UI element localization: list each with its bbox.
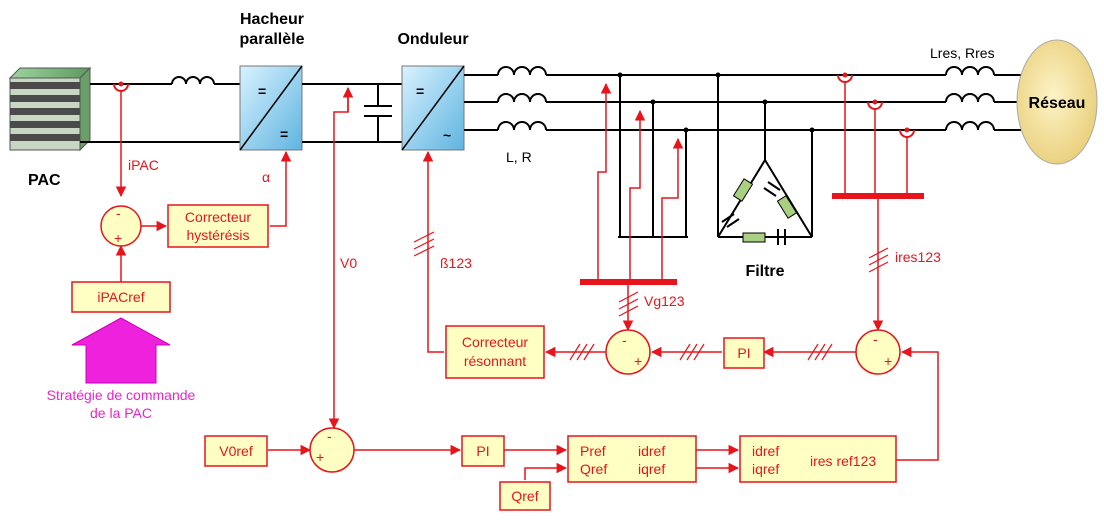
vg123-label: Vg123 bbox=[644, 293, 685, 309]
signal-wiring bbox=[115, 82, 939, 480]
power-circuit: = = = ~ bbox=[8, 39, 1098, 245]
ires-sensor-bar bbox=[832, 193, 924, 199]
correcteur-hyst-line1: Correcteur bbox=[185, 209, 251, 225]
iqref-out-label: iqref bbox=[638, 461, 665, 477]
iqref-in-label: iqref bbox=[752, 461, 779, 477]
filtre-label: Filtre bbox=[745, 263, 784, 280]
dc-capacitor bbox=[364, 84, 392, 142]
minus-sign: - bbox=[116, 205, 121, 221]
correcteur-resonnant-block: Correcteur résonnant bbox=[445, 325, 545, 379]
correcteur-hysteresis-block: Correcteur hystérésis bbox=[167, 204, 269, 248]
ires123-label: ires123 bbox=[895, 249, 941, 265]
hacheur-title-line2: parallèle bbox=[240, 31, 305, 48]
summer-v0: - + bbox=[309, 427, 355, 473]
reseau-label: Réseau bbox=[1029, 95, 1086, 112]
v0ref-label: V0ref bbox=[219, 443, 253, 459]
lres-rres-label: Lres, Rres bbox=[930, 45, 995, 61]
onduleur-eq: = bbox=[416, 83, 424, 99]
pac-label: PAC bbox=[28, 172, 61, 189]
summer-ipac: - + bbox=[100, 205, 142, 247]
plus-sign: + bbox=[634, 353, 642, 369]
summer-ires: - + bbox=[855, 329, 901, 375]
labels: Hacheur parallèle Onduleur PAC Réseau Fi… bbox=[28, 11, 1085, 421]
reseau-source bbox=[1016, 39, 1098, 165]
vg-sensor-bar bbox=[580, 279, 677, 285]
minus-sign: - bbox=[622, 332, 627, 348]
beta123-label: ß123 bbox=[440, 255, 472, 271]
correcteur-res-line1: Correcteur bbox=[462, 334, 528, 350]
qref-block: Qref bbox=[499, 481, 551, 511]
strategie-line1: Stratégie de commande bbox=[47, 387, 196, 403]
qref-label: Qref bbox=[580, 461, 607, 477]
alpha-label: α bbox=[262, 169, 270, 185]
correcteur-res-line2: résonnant bbox=[464, 353, 526, 369]
pac-stack bbox=[8, 66, 92, 152]
onduleur-title: Onduleur bbox=[397, 31, 468, 48]
idref-in-label: idref bbox=[752, 443, 779, 459]
hacheur-converter: = = bbox=[239, 65, 303, 151]
v0-label: V0 bbox=[340, 255, 357, 271]
pi-v0-block: PI bbox=[461, 435, 505, 467]
minus-sign: - bbox=[327, 428, 332, 444]
ipacref-block: iPACref bbox=[71, 281, 171, 313]
plus-sign: + bbox=[884, 353, 892, 369]
hacheur-title-line1: Hacheur bbox=[240, 11, 304, 28]
pi-v0-label: PI bbox=[476, 443, 489, 459]
plus-sign: + bbox=[114, 230, 122, 246]
ires-ref123-label: ires ref123 bbox=[810, 453, 876, 469]
plus-sign: + bbox=[316, 449, 324, 465]
pref-label: Pref bbox=[580, 443, 606, 459]
pi-ires-label: PI bbox=[737, 345, 750, 361]
dq-to-abc-block: idref iqref ires ref123 bbox=[739, 435, 897, 483]
filtre-delta bbox=[715, 72, 815, 245]
qref-block-label: Qref bbox=[511, 488, 538, 504]
minus-sign: - bbox=[873, 331, 878, 347]
correcteur-hyst-line2: hystérésis bbox=[186, 227, 249, 243]
current-sensors bbox=[113, 72, 915, 138]
v0ref-block: V0ref bbox=[204, 435, 268, 467]
summer-vg: - + bbox=[605, 329, 651, 375]
strategie-line2: de la PAC bbox=[90, 405, 152, 421]
hacheur-eq-top: = bbox=[258, 83, 266, 99]
ipacref-label: iPACref bbox=[97, 289, 144, 305]
pq-block: Pref Qref idref iqref bbox=[567, 435, 697, 483]
onduleur-converter: = ~ bbox=[401, 65, 465, 151]
onduleur-ac: ~ bbox=[443, 127, 451, 143]
hacheur-eq-bottom: = bbox=[280, 126, 288, 142]
pi-ires-block: PI bbox=[723, 337, 765, 369]
lr-label: L, R bbox=[506, 149, 532, 165]
idref-out-label: idref bbox=[638, 443, 665, 459]
strategy-arrow bbox=[71, 317, 171, 384]
ipac-label: iPAC bbox=[128, 157, 159, 173]
